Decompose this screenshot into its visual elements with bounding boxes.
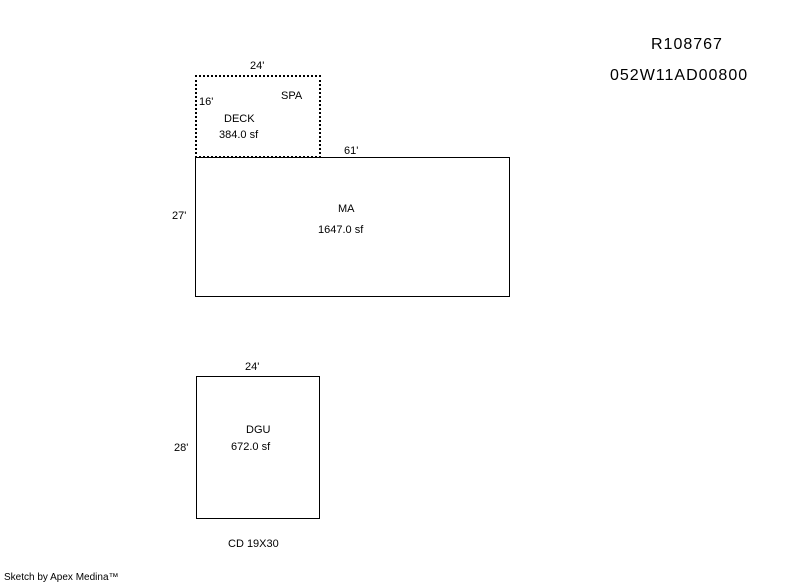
dgu-label: DGU <box>246 424 271 436</box>
deck-area-label: 384.0 sf <box>219 129 259 141</box>
spa-label: SPA <box>281 90 303 102</box>
deck-label: DECK <box>224 113 255 125</box>
ma-top-dimension: 61' <box>344 145 359 157</box>
account-number-label: 052W11AD00800 <box>610 67 749 84</box>
dgu-left-dimension: 28' <box>174 442 189 454</box>
ma-area-label: 1647.0 sf <box>318 224 364 236</box>
dgu-outline <box>196 376 320 519</box>
dgu-area-label: 672.0 sf <box>231 441 271 453</box>
ma-left-dimension: 27' <box>172 210 187 222</box>
cd-note-label: CD 19X30 <box>228 538 279 550</box>
deck-top-dimension: 24' <box>250 60 265 72</box>
ma-label: MA <box>338 203 355 215</box>
ma-outline <box>195 157 510 297</box>
deck-left-dimension: 16' <box>199 96 214 108</box>
dgu-top-dimension: 24' <box>245 361 260 373</box>
parcel-id-label: R108767 <box>651 36 723 53</box>
deck-outline <box>195 75 321 158</box>
sketch-attribution-label: Sketch by Apex Medina™ <box>4 572 119 583</box>
